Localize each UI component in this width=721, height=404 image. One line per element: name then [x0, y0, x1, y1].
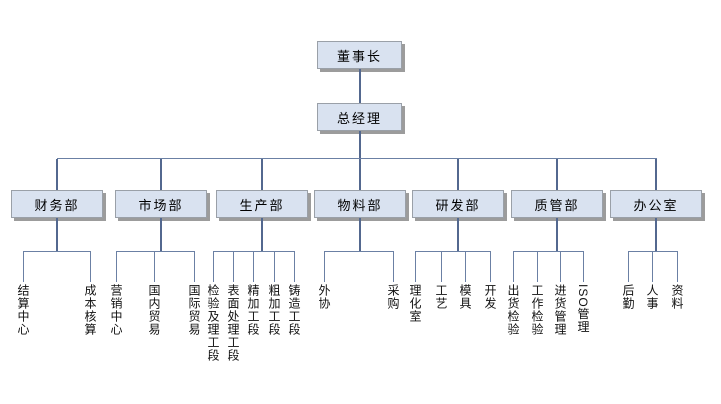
leaf-outgoing-inspection: 出货检验	[506, 284, 520, 336]
connector-line	[560, 251, 561, 282]
connector-line	[261, 218, 263, 251]
connector-line	[160, 218, 162, 251]
connector-line	[583, 251, 584, 282]
connector-line	[393, 251, 394, 282]
connector-line	[253, 251, 254, 282]
connector-line	[359, 218, 361, 251]
connector-line	[23, 251, 90, 252]
connector-line	[359, 69, 361, 103]
leaf-marketing-center: 营销中心	[109, 284, 123, 336]
connector-line	[556, 159, 558, 190]
connector-line	[261, 159, 263, 190]
connector-line	[57, 158, 657, 159]
node-general-manager: 总经理	[317, 103, 402, 131]
connector-line	[274, 251, 275, 282]
connector-line	[90, 251, 91, 282]
connector-line	[213, 251, 214, 282]
connector-line	[324, 251, 393, 252]
connector-line	[415, 251, 416, 282]
connector-line	[628, 251, 629, 282]
connector-line	[23, 251, 24, 282]
connector-line	[537, 251, 538, 282]
connector-line	[490, 251, 491, 282]
connector-line	[677, 251, 678, 282]
leaf-inspection-section: 检验及理工段	[206, 284, 220, 362]
leaf-process: 工艺	[434, 284, 448, 310]
leaf-iso-management: ISO管理	[576, 284, 590, 334]
leaf-molds: 模具	[458, 284, 472, 310]
connector-line	[359, 131, 361, 158]
leaf-rough-machining-section: 粗加工段	[267, 284, 281, 336]
connector-line	[655, 218, 657, 251]
connector-line	[441, 251, 442, 282]
connector-line	[56, 159, 58, 190]
connector-line	[324, 251, 325, 282]
node-dept-production: 生产部	[216, 190, 308, 218]
connector-line	[160, 159, 162, 190]
leaf-incoming-management: 进货管理	[553, 284, 567, 336]
connector-line	[415, 251, 490, 252]
leaf-fine-machining-section: 精加工段	[246, 284, 260, 336]
leaf-work-inspection: 工作检验	[530, 284, 544, 336]
node-chairman: 董事长	[317, 41, 402, 69]
leaf-domestic-trade: 国内贸易	[147, 284, 161, 336]
connector-line	[457, 159, 459, 190]
leaf-phys-chem-lab: 理化室	[408, 284, 422, 323]
connector-line	[652, 251, 653, 282]
node-dept-materials: 物料部	[314, 190, 406, 218]
node-dept-marketing: 市场部	[115, 190, 207, 218]
connector-line	[116, 251, 117, 282]
connector-line	[513, 251, 583, 252]
leaf-documents: 资料	[670, 284, 684, 310]
connector-line	[465, 251, 466, 282]
connector-line	[56, 218, 58, 251]
leaf-outsourcing: 外协	[317, 284, 331, 310]
node-dept-rnd: 研发部	[412, 190, 504, 218]
leaf-cost-accounting: 成本核算	[83, 284, 97, 336]
connector-line	[194, 251, 195, 282]
leaf-hr: 人事	[645, 284, 659, 310]
connector-line	[556, 218, 558, 251]
node-dept-finance: 财务部	[11, 190, 103, 218]
connector-line	[154, 251, 155, 282]
leaf-surface-treatment-section: 表面处理工段	[226, 284, 240, 362]
node-dept-quality: 质管部	[511, 190, 603, 218]
leaf-international-trade: 国际贸易	[187, 284, 201, 336]
leaf-purchasing: 采购	[386, 284, 400, 310]
leaf-logistics: 后勤	[621, 284, 635, 310]
leaf-settlement-center: 结算中心	[16, 284, 30, 336]
connector-line	[233, 251, 234, 282]
connector-line	[294, 251, 295, 282]
connector-line	[116, 251, 194, 252]
connector-line	[513, 251, 514, 282]
node-dept-office: 办公室	[610, 190, 702, 218]
connector-line	[359, 159, 361, 190]
connector-line	[457, 218, 459, 251]
leaf-casting-section: 铸造工段	[287, 284, 301, 336]
leaf-development: 开发	[483, 284, 497, 310]
connector-line	[655, 159, 657, 190]
